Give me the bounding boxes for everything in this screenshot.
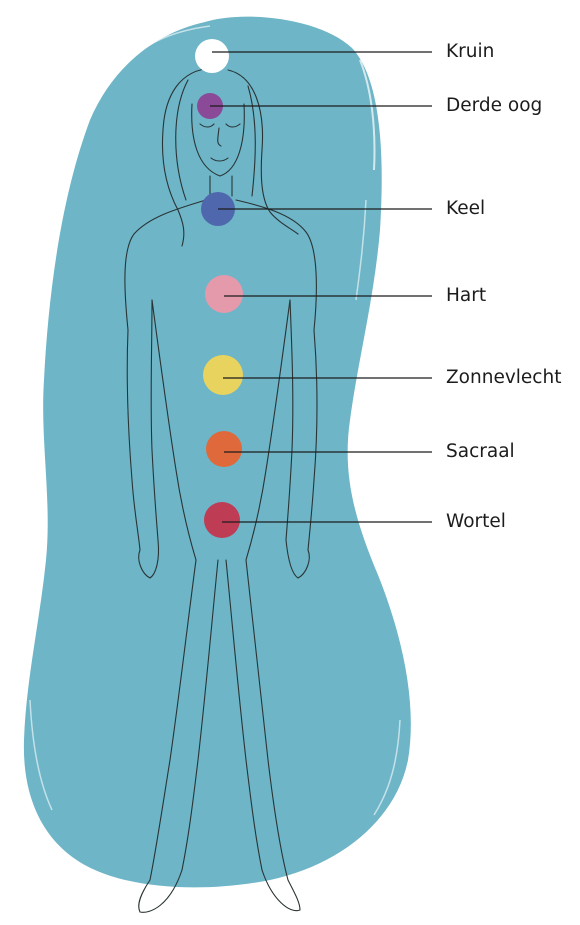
- chakra-label-hart: Hart: [446, 285, 486, 306]
- chakra-label-derde-oog: Derde oog: [446, 95, 542, 116]
- chakra-label-kruin: Kruin: [446, 41, 494, 62]
- chakra-dot-kruin: [195, 39, 229, 73]
- chakra-dot-zonnevlecht: [203, 355, 243, 395]
- chakra-dot-hart: [205, 275, 243, 313]
- chakra-label-sacraal: Sacraal: [446, 441, 515, 462]
- chakra-dot-sacraal: [206, 431, 242, 467]
- chakra-label-keel: Keel: [446, 198, 485, 219]
- chakra-label-zonnevlecht: Zonnevlecht: [446, 367, 561, 388]
- chakra-dot-wortel: [204, 502, 240, 538]
- chakra-label-wortel: Wortel: [446, 511, 506, 532]
